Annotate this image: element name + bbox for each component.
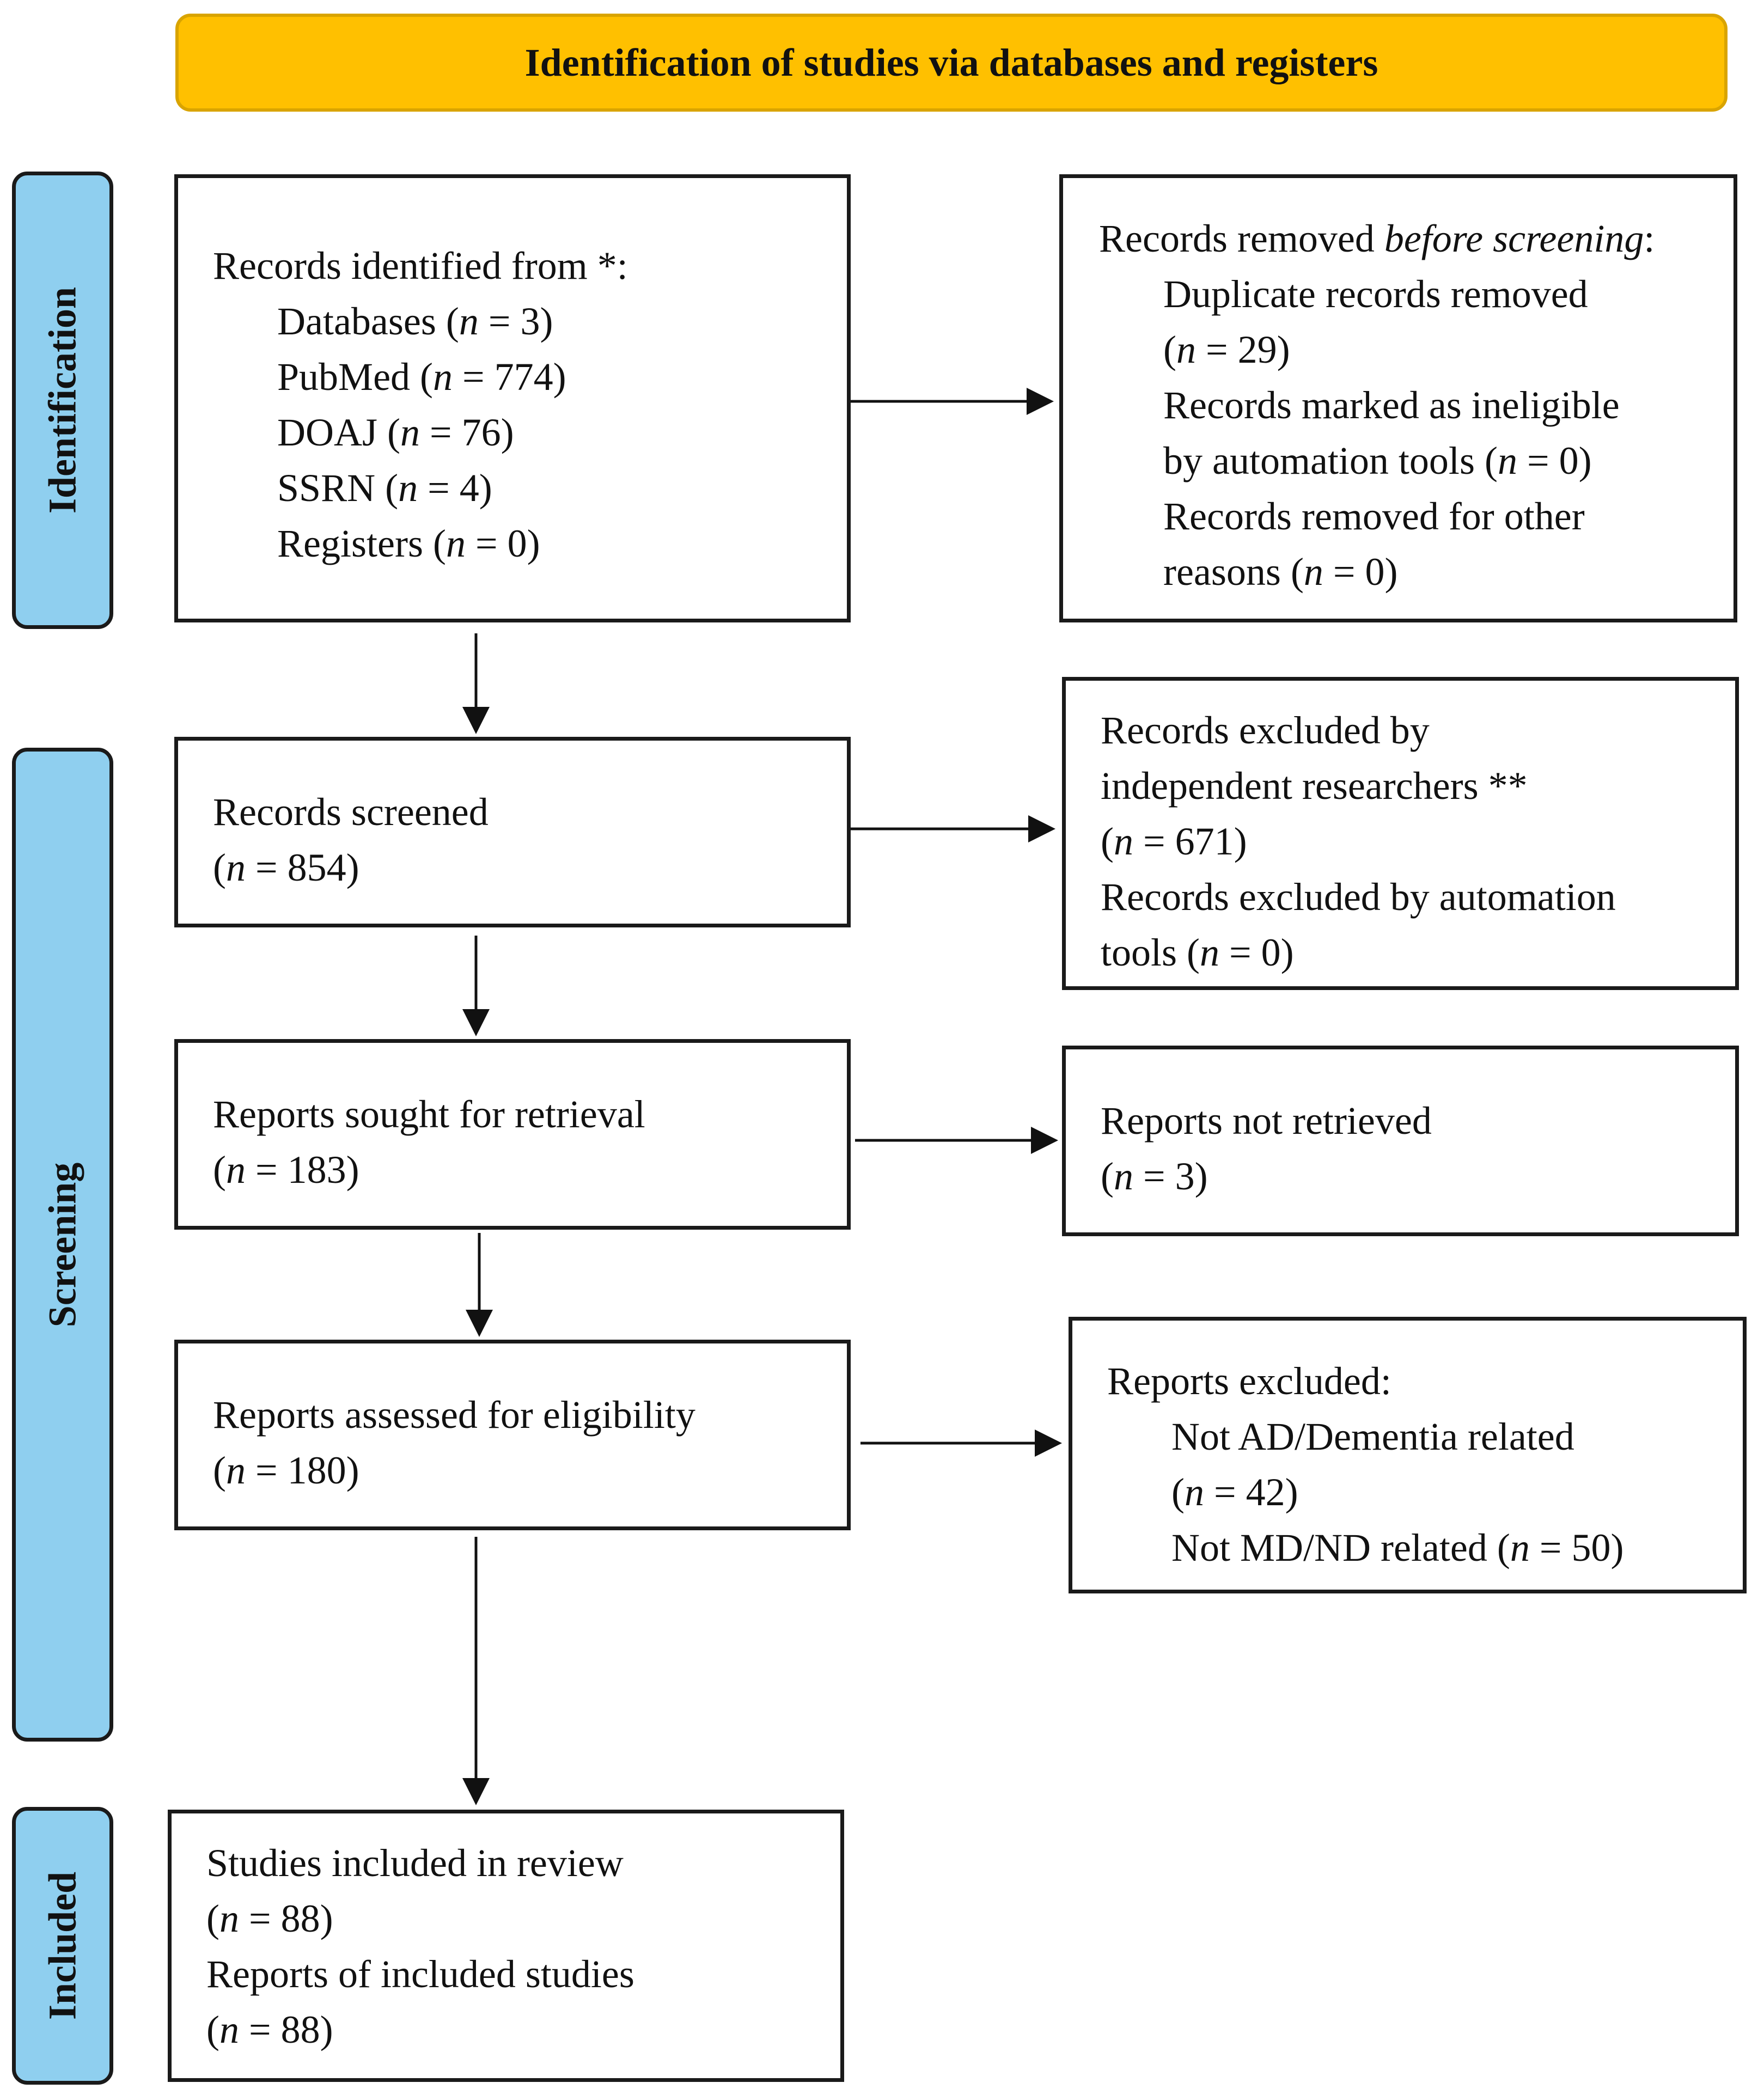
identified-registers: Registers (n = 0) <box>277 522 540 565</box>
identified-ssrn: SSRN (n = 4) <box>277 466 492 510</box>
reports-excluded-md: Not MD/ND related (n = 50) <box>1171 1526 1624 1569</box>
reports-excluded-heading: Reports excluded: <box>1107 1359 1391 1403</box>
included-studies-label: Studies included in review <box>206 1841 624 1885</box>
removed-ineligible-label: Records marked as ineligible <box>1163 383 1620 427</box>
sought-label: Reports sought for retrieval <box>213 1092 645 1136</box>
identified-databases: Databases (n = 3) <box>277 300 553 343</box>
records-removed-box: Records removed before screening: Duplic… <box>1059 174 1737 622</box>
screened-count: (n = 854) <box>213 846 359 889</box>
removed-duplicates-label: Duplicate records removed <box>1163 272 1588 316</box>
phase-identification: Identification <box>12 172 113 629</box>
identified-doaj: DOAJ (n = 76) <box>277 411 514 454</box>
reports-excluded-ad-label: Not AD/Dementia related <box>1171 1415 1574 1458</box>
reports-excluded-box: Reports excluded: Not AD/Dementia relate… <box>1069 1317 1747 1593</box>
removed-ineligible-count: by automation tools (n = 0) <box>1163 439 1592 482</box>
removed-heading: Records removed before screening: <box>1099 217 1655 260</box>
excluded-line1: Records excluded by <box>1101 708 1430 752</box>
identified-pubmed: PubMed (n = 774) <box>277 355 566 399</box>
removed-duplicates-count: (n = 29) <box>1163 328 1290 371</box>
excluded-automation-count: tools (n = 0) <box>1101 931 1294 974</box>
assessed-count: (n = 180) <box>213 1449 359 1492</box>
phase-included: Included <box>12 1807 113 2085</box>
records-excluded-box: Records excluded by independent research… <box>1062 677 1739 990</box>
removed-other-label: Records removed for other <box>1163 494 1585 538</box>
included-reports-label: Reports of included studies <box>206 1952 634 1996</box>
not-retrieved-label: Reports not retrieved <box>1101 1099 1432 1143</box>
included-reports-count: (n = 88) <box>206 2008 333 2051</box>
header-title: Identification of studies via databases … <box>524 40 1378 84</box>
assessed-label: Reports assessed for eligibility <box>213 1393 695 1437</box>
removed-other-count: reasons (n = 0) <box>1163 550 1398 594</box>
not-retrieved-count: (n = 3) <box>1101 1155 1208 1198</box>
included-studies-count: (n = 88) <box>206 1897 333 1940</box>
identified-heading: Records identified from *: <box>213 244 628 288</box>
records-screened-box: Records screened (n = 854) <box>174 737 851 927</box>
sought-count: (n = 183) <box>213 1148 359 1192</box>
identification-header: Identification of studies via databases … <box>175 14 1728 112</box>
records-identified-box: Records identified from *: Databases (n … <box>174 174 851 622</box>
reports-excluded-ad-count: (n = 42) <box>1171 1470 1298 1514</box>
reports-sought-box: Reports sought for retrieval (n = 183) <box>174 1039 851 1230</box>
excluded-line3: Records excluded by automation <box>1101 875 1616 919</box>
excluded-researchers-count: (n = 671) <box>1101 820 1247 863</box>
excluded-line2: independent researchers ** <box>1101 764 1528 808</box>
studies-included-box: Studies included in review (n = 88) Repo… <box>168 1810 844 2082</box>
reports-not-retrieved-box: Reports not retrieved (n = 3) <box>1062 1046 1739 1236</box>
screened-label: Records screened <box>213 790 489 834</box>
reports-assessed-box: Reports assessed for eligibility (n = 18… <box>174 1340 851 1530</box>
phase-screening: Screening <box>12 748 113 1742</box>
